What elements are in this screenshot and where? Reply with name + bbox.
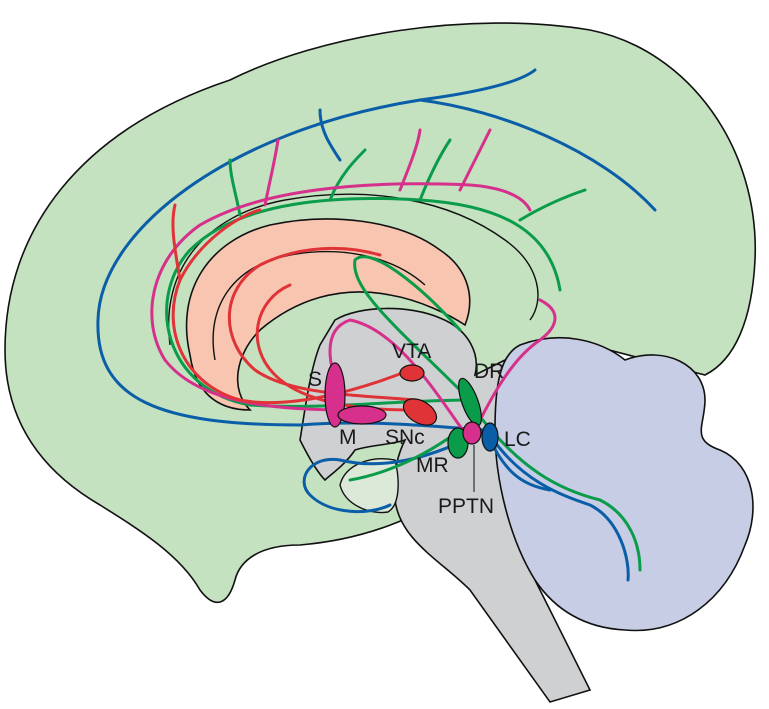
label-lc: LC bbox=[504, 428, 531, 451]
label-pptn: PPTN bbox=[438, 495, 494, 518]
nucleus-lc bbox=[482, 423, 498, 451]
label-snc: SNc bbox=[385, 426, 425, 449]
label-vta: VTA bbox=[392, 340, 431, 363]
nucleus-m bbox=[338, 406, 386, 424]
nucleus-vta bbox=[400, 365, 424, 381]
label-dr: DR bbox=[474, 360, 504, 383]
label-s: S bbox=[308, 368, 322, 391]
nucleus-pptn bbox=[463, 422, 481, 444]
label-m: M bbox=[339, 426, 357, 449]
label-mr: MR bbox=[416, 454, 449, 477]
